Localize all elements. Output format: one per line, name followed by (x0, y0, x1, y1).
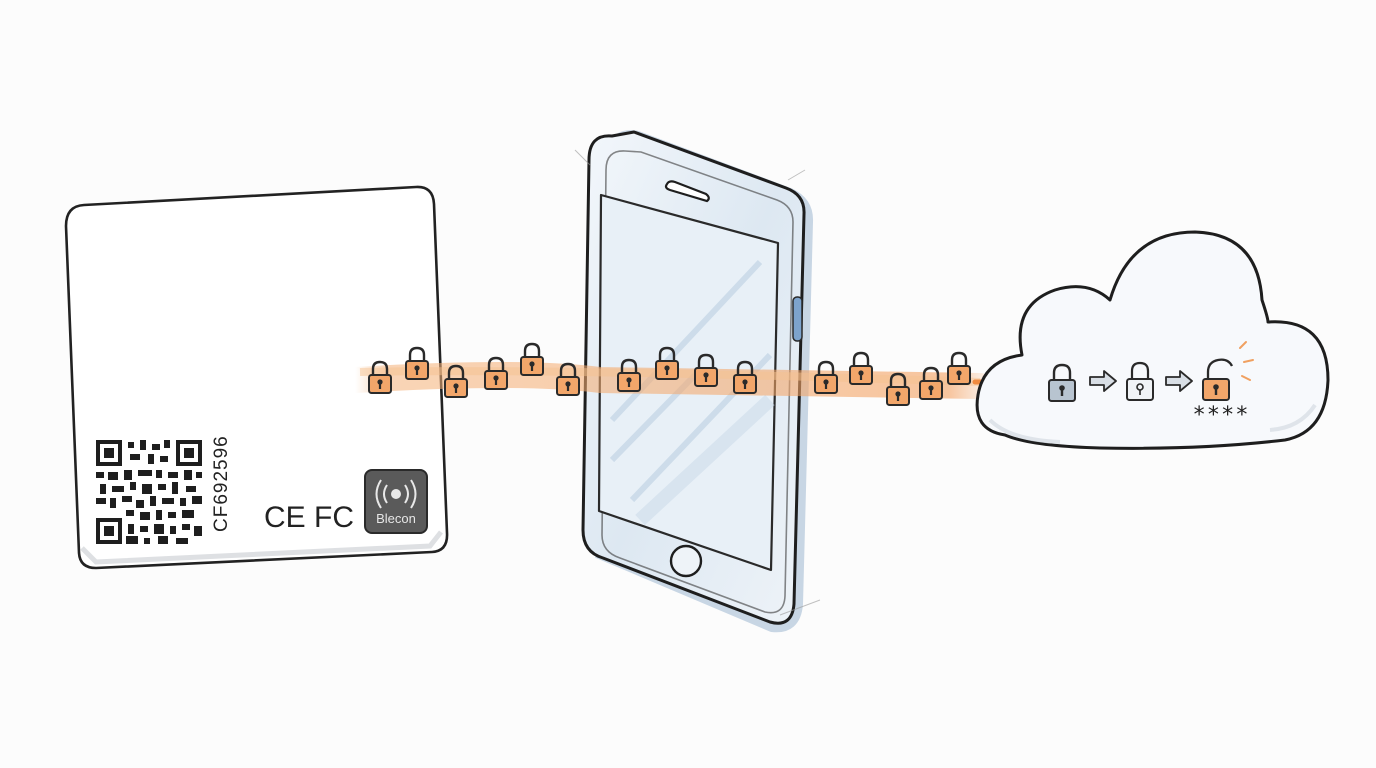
brand-badge: Blecon (364, 469, 428, 534)
beacon-device: CF692596 CE FC Blecon (64, 185, 449, 570)
fcc-mark: FC (314, 501, 354, 534)
home-button-icon (669, 544, 703, 578)
padlock-icon (813, 360, 839, 395)
arrow-right-icon (1089, 370, 1117, 392)
lock-keyhole-icon (1126, 361, 1154, 401)
padlock-icon (946, 351, 972, 386)
cloud-server: **** (975, 230, 1330, 450)
masked-secret-text: **** (1193, 403, 1250, 428)
ce-mark: CE (264, 501, 306, 534)
arrow-right-icon (1165, 370, 1193, 392)
lock-open-icon (1202, 341, 1254, 401)
padlock-icon (848, 351, 874, 386)
qr-code (96, 440, 202, 544)
padlock-icon (519, 342, 545, 377)
serial-number: CF692596 (211, 435, 232, 532)
side-button-icon (792, 296, 803, 342)
brand-name: Blecon (376, 511, 416, 526)
broadcast-waves-icon (375, 479, 417, 509)
lock-closed-icon (1048, 363, 1076, 402)
